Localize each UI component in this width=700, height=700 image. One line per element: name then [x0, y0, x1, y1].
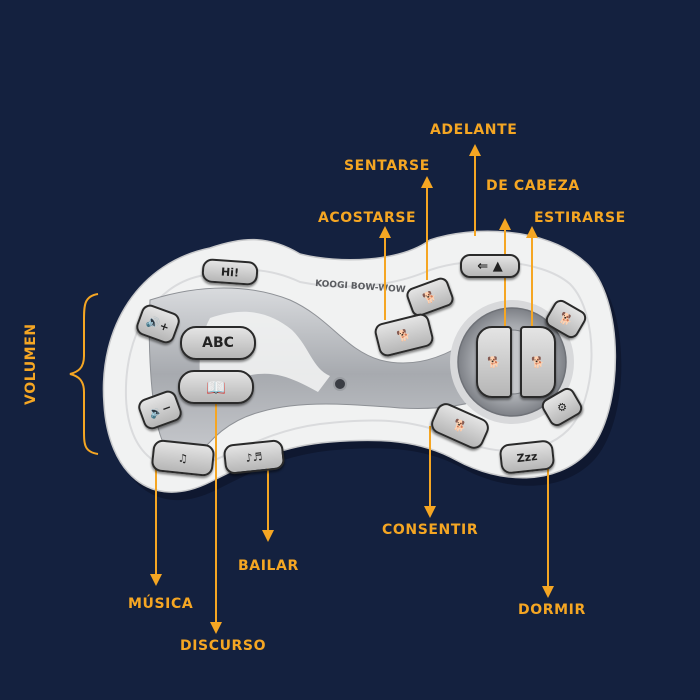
label-dormir: DORMIR — [518, 602, 586, 618]
stretch-icon: 🐕 — [531, 355, 545, 369]
headstand-icon: 🐕 — [487, 355, 501, 369]
headstand-button[interactable]: 🐕 — [476, 326, 512, 398]
label-discurso: DISCURSO — [180, 638, 267, 654]
volume-brace — [69, 293, 99, 455]
hi-label: Hi! — [220, 264, 240, 280]
label-estirarse: ESTIRARSE — [534, 210, 626, 226]
pet-icon: 🐕 — [451, 417, 469, 435]
label-sentarse: SENTARSE — [344, 158, 430, 174]
label-de-cabeza: DE CABEZA — [486, 178, 580, 194]
dance-icon: ♪♬ — [244, 449, 264, 465]
dance-button[interactable]: ♪♬ — [222, 438, 286, 476]
sleep-button[interactable]: Zzz — [498, 439, 556, 475]
volume-down-icon: 🔉− — [146, 399, 173, 421]
dog-icon: 🐕 — [556, 309, 576, 329]
volume-up-icon: 🔊+ — [144, 313, 171, 335]
forward-button[interactable]: ⇐ ▲ — [460, 254, 520, 278]
music-icon: ♫ — [177, 451, 189, 465]
sleep-label: Zzz — [515, 449, 539, 465]
label-bailar: BAILAR — [238, 558, 299, 574]
gear-icon: ⚙ — [554, 398, 570, 416]
sit-icon: 🐕 — [421, 288, 439, 306]
label-consentir: CONSENTIR — [382, 522, 479, 538]
label-musica: MÚSICA — [128, 596, 194, 612]
book-button[interactable]: 📖 — [178, 370, 254, 404]
music-button[interactable]: ♫ — [150, 438, 216, 478]
label-volumen: VOLUMEN — [23, 323, 39, 405]
forward-icon: ⇐ ▲ — [477, 258, 503, 274]
abc-label: ABC — [202, 335, 234, 351]
indicator-light — [333, 377, 347, 391]
label-acostarse: ACOSTARSE — [318, 210, 417, 226]
label-adelante: ADELANTE — [430, 122, 518, 138]
stretch-button[interactable]: 🐕 — [520, 326, 556, 398]
hi-button[interactable]: Hi! — [201, 258, 259, 286]
lie-down-icon: 🐕 — [395, 327, 413, 343]
book-icon: 📖 — [206, 377, 226, 397]
abc-button[interactable]: ABC — [180, 326, 256, 360]
